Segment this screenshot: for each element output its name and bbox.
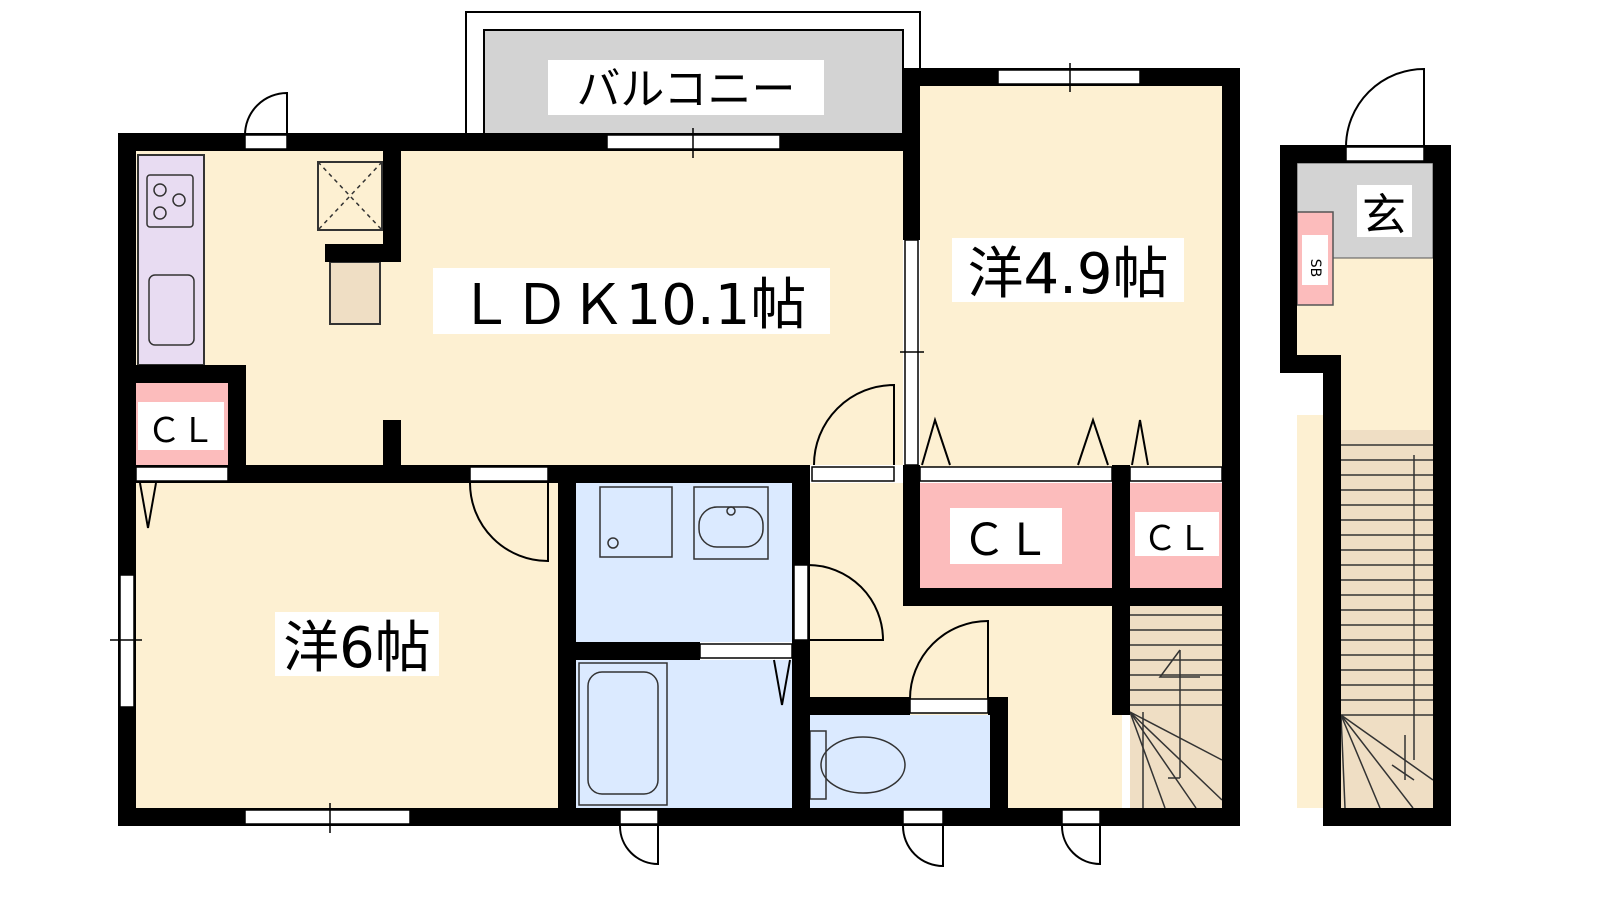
stairs-entry: [1341, 430, 1433, 808]
western-49-label: 洋4.9帖: [967, 242, 1168, 307]
stove-icon: [146, 174, 194, 228]
bathtub-icon: [578, 662, 668, 806]
entrance-label: 玄: [1362, 190, 1406, 241]
stairs-lines: [1340, 444, 1434, 809]
bathroom: [576, 660, 792, 808]
western-6-label: 洋6帖: [283, 616, 431, 681]
walls: [118, 68, 1451, 826]
kitchen-storage: [329, 261, 381, 325]
door-outside-1: [619, 825, 659, 866]
door-entrance: [1345, 67, 1425, 148]
shower-tray: [599, 486, 673, 558]
ldk-label: ＬＤＫ10.1帖: [458, 273, 807, 338]
closet-right-label: ＣＬ: [1143, 519, 1211, 559]
door-western-6: [469, 482, 549, 563]
windows: [110, 63, 1425, 833]
stairs-main-lines: [1129, 614, 1223, 809]
door-ldk: [813, 383, 895, 466]
door-washroom: [807, 564, 885, 641]
door-toilet: [909, 619, 989, 700]
refrigerator-space: [317, 161, 383, 231]
washbasin-icon: [693, 486, 769, 560]
washroom: [576, 483, 792, 642]
toilet-room: [810, 715, 990, 808]
closet-kitchen-label: ＣＬ: [147, 411, 215, 451]
door-outside-2: [902, 825, 944, 868]
door-outside-3: [1061, 825, 1101, 866]
balcony-label: バルコニー: [576, 64, 795, 115]
sink-icon: [148, 274, 195, 346]
stairs-main: [1130, 606, 1222, 808]
shoe-box-label: SB: [1307, 259, 1323, 278]
doors: [139, 67, 1425, 868]
closet-mid-label: ＣＬ: [962, 515, 1050, 566]
door-kitchen: [244, 91, 288, 136]
